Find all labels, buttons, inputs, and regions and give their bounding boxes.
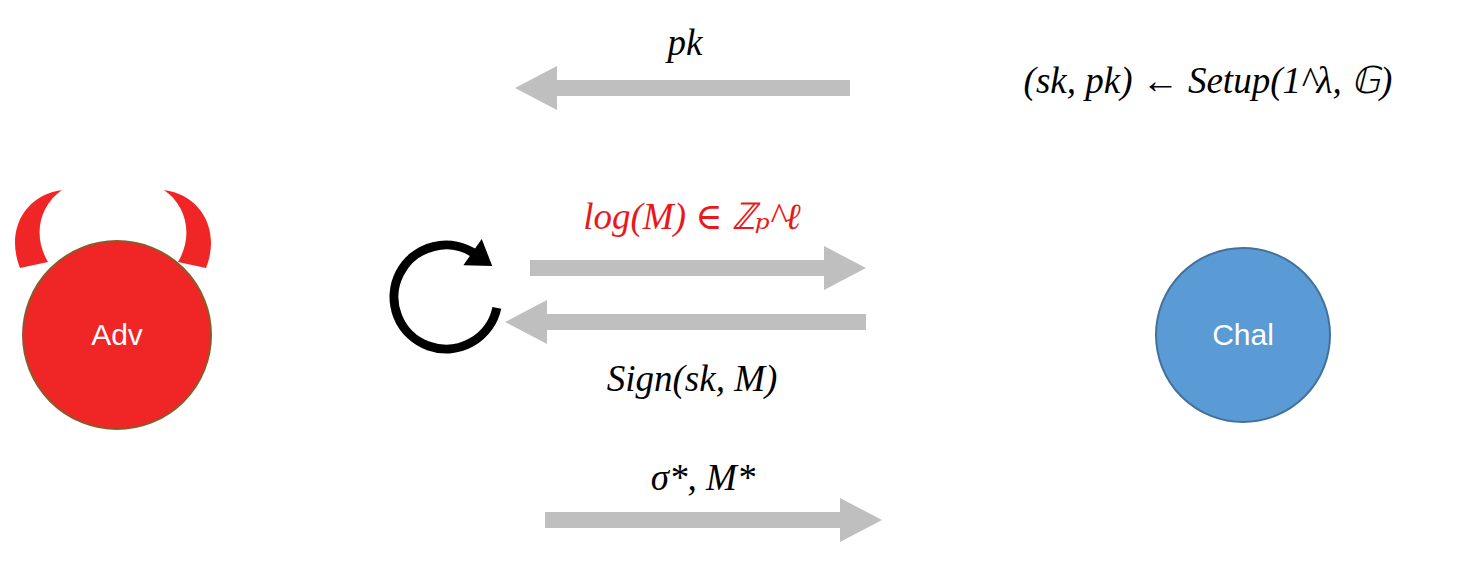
message-label: log(M) ∈ ℤₚ^ℓ	[583, 189, 800, 240]
node-label: Adv	[91, 318, 143, 352]
arrow-shape	[545, 498, 882, 542]
message-arrow	[515, 66, 850, 110]
arrow-shape	[530, 246, 866, 290]
cycle-arrowhead	[463, 239, 492, 266]
circle-shape	[23, 241, 211, 429]
circle-shape	[1156, 248, 1330, 422]
message-label: Sign(sk, M)	[607, 357, 778, 400]
arrow-shape	[515, 66, 850, 110]
node-label: Chal	[1212, 318, 1274, 352]
message-arrow	[530, 246, 866, 290]
challenger-circle: Chal	[1155, 247, 1331, 423]
message-label: σ*, M*	[651, 456, 756, 499]
arrow-shape	[505, 300, 866, 344]
message-arrow	[505, 300, 866, 344]
message-label: pk	[668, 21, 703, 64]
right-horn	[164, 190, 211, 268]
setup-label: (sk, pk) ← Setup(1^λ, 𝔾)	[1024, 59, 1393, 102]
message-arrow	[545, 498, 882, 542]
adversary-circle: Adv	[22, 240, 212, 430]
left-horn	[15, 190, 62, 268]
cycle-icon	[394, 239, 497, 349]
